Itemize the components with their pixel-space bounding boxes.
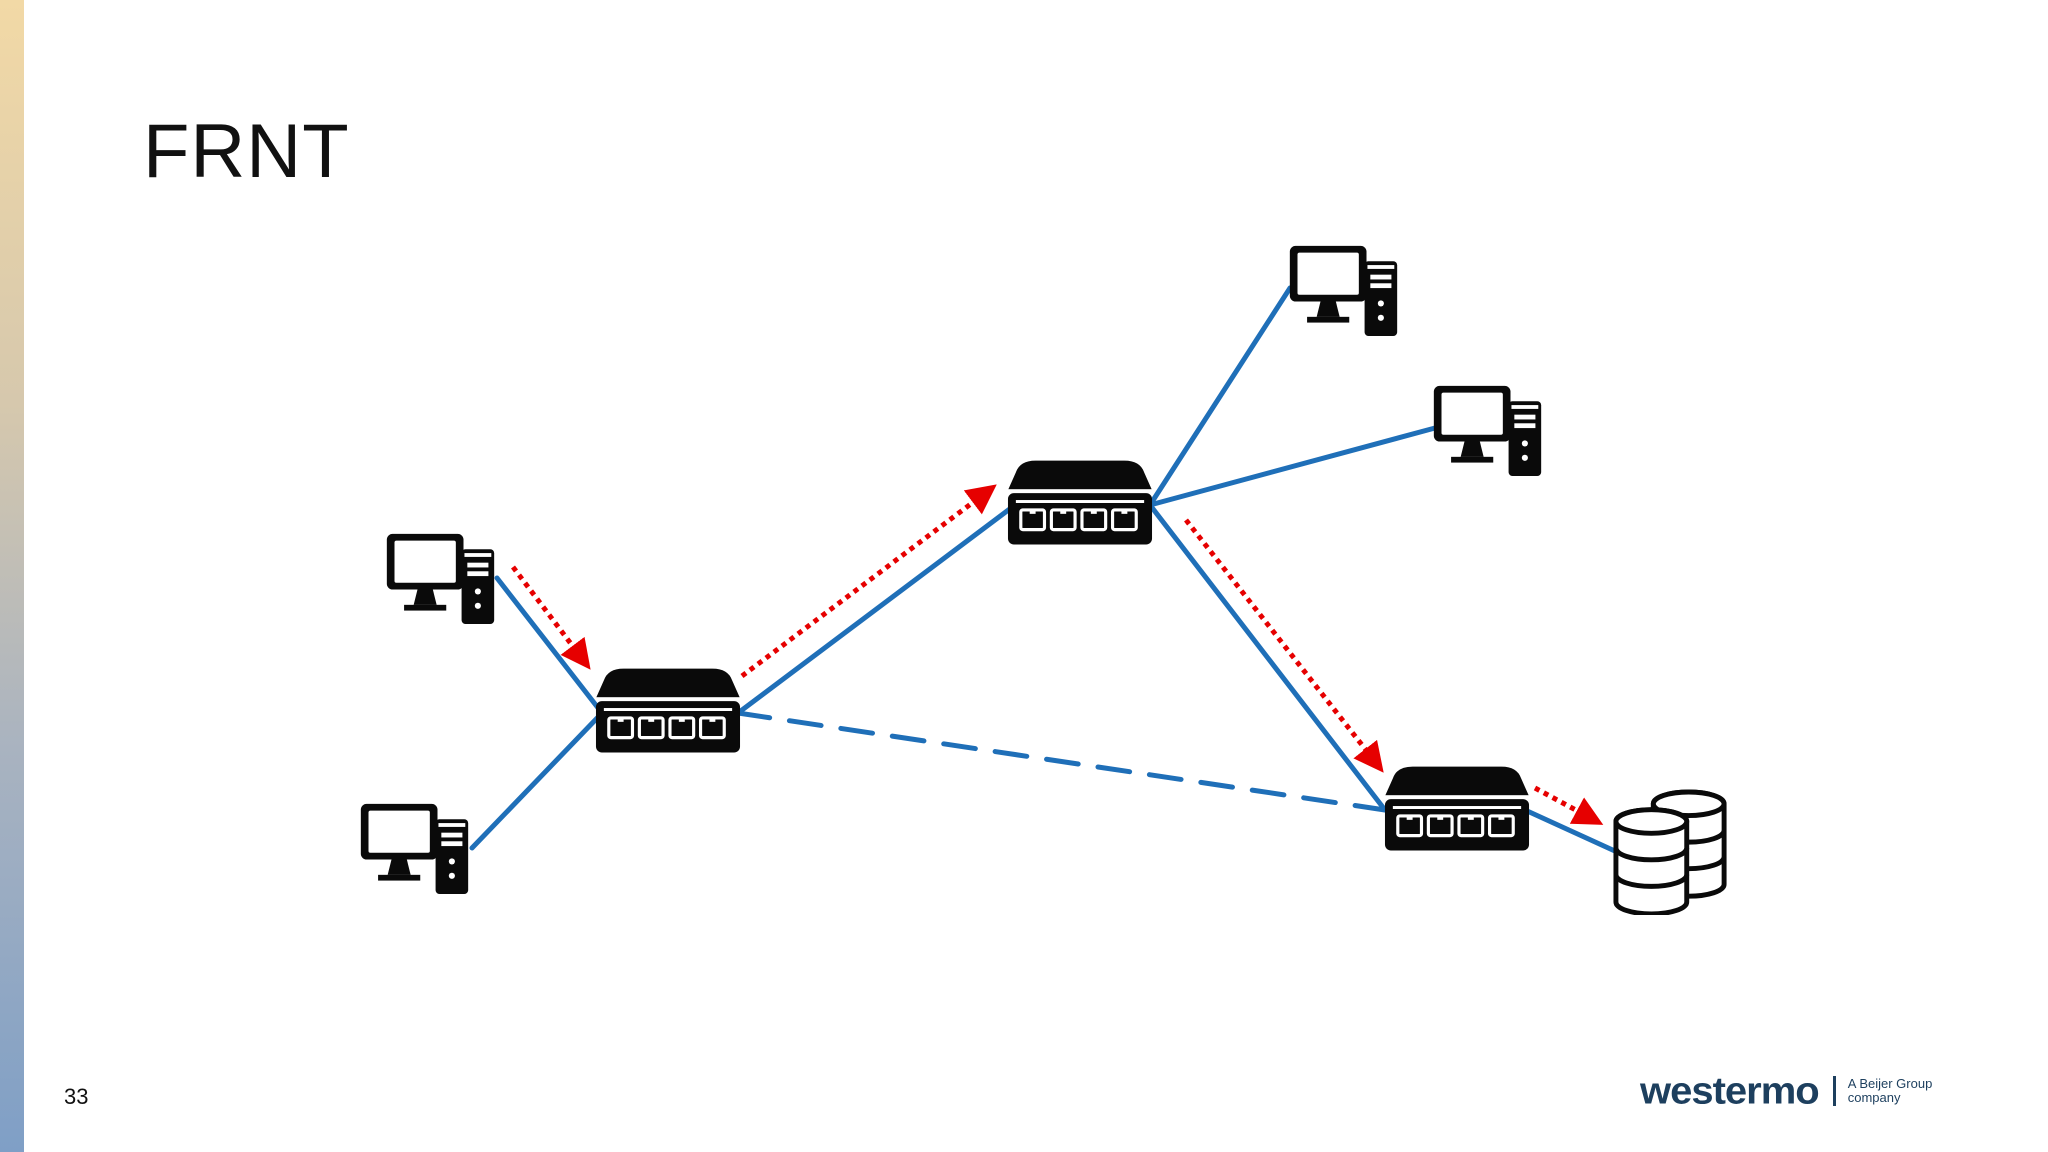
flow-arrow-switch-c-to-database: [1533, 785, 1604, 825]
computer-right-top-icon: [1289, 245, 1398, 336]
traffic-flow-arrows: [511, 484, 1604, 825]
logo-tagline: A Beijer Group company: [1847, 1076, 1933, 1105]
company-logo: westermo A Beijer Group company: [1640, 1066, 1968, 1116]
slide-title: FRNT: [143, 109, 350, 194]
link-switch-a-switch-c-backup: [735, 710, 1388, 813]
link-switch-b-pc-right-middle: [1147, 425, 1438, 508]
switch-b-icon: [1006, 460, 1154, 546]
flow-arrow-pc-to-switch-a: [511, 565, 591, 670]
accent-bar: [0, 0, 24, 1152]
logo-wordmark: westermo: [1640, 1069, 1820, 1112]
links: [469, 285, 1631, 860]
flow-arrow-switch-b-to-switch-c: [1184, 518, 1384, 773]
link-switch-a-switch-b: [735, 502, 1018, 716]
flow-arrow-switch-a-to-switch-b: [740, 484, 997, 678]
computer-left-bottom-icon: [360, 803, 469, 894]
logo-divider: [1832, 1076, 1836, 1106]
switch-a-icon: [594, 668, 742, 754]
link-switch-b-switch-c: [1147, 502, 1388, 813]
switch-c-icon: [1383, 766, 1531, 852]
computer-right-middle-icon: [1433, 385, 1542, 476]
computer-left-top-icon: [386, 533, 495, 624]
database-icon: [1616, 792, 1724, 914]
page-number: 33: [64, 1084, 89, 1109]
link-switch-b-pc-right-top: [1147, 285, 1293, 508]
link-pc-left-top-switch-a: [494, 575, 605, 716]
link-pc-left-bottom-switch-a: [469, 710, 605, 851]
link-switch-c-database: [1522, 807, 1631, 860]
